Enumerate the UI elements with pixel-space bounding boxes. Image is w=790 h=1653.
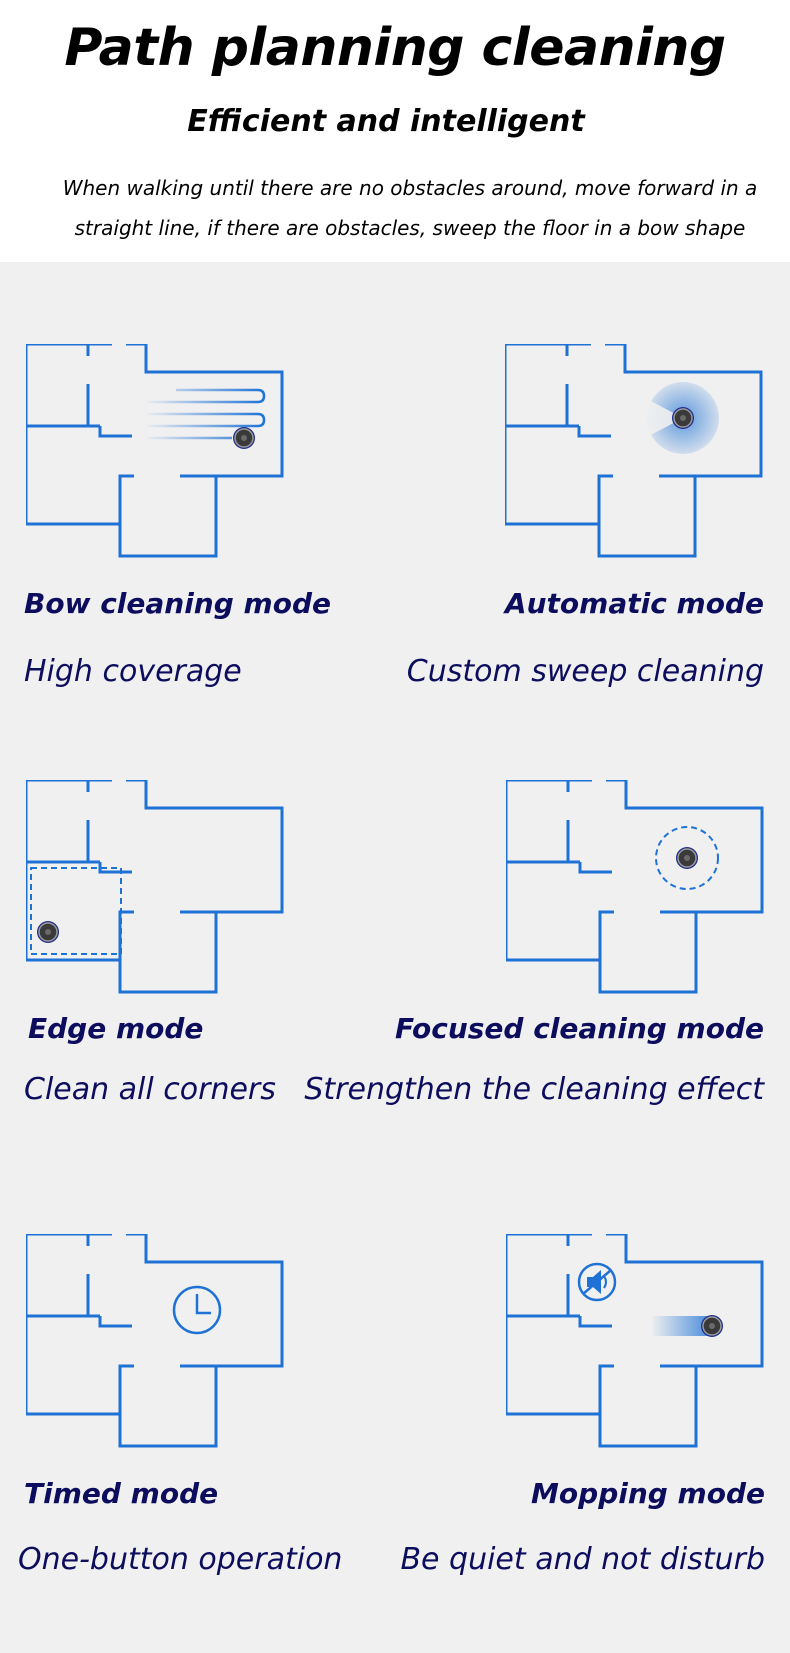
mode-title-automatic: Automatic mode [504, 587, 764, 620]
mode-subtitle-timed: One-button operation [18, 1542, 343, 1577]
page-title: Path planning cleaning [64, 18, 726, 78]
mode-title-timed: Timed mode [24, 1477, 219, 1510]
focused-mode-floorplan [506, 780, 764, 994]
robot-icon [671, 406, 695, 430]
mode-subtitle-edge: Clean all corners [24, 1072, 276, 1107]
spot-circle-icon [655, 826, 719, 890]
page-description: When walking until there are no obstacle… [62, 176, 758, 240]
robot-icon [675, 846, 699, 870]
mute-speaker-icon [577, 1262, 617, 1302]
edge-mode-floorplan [26, 780, 284, 994]
robot-icon [36, 920, 60, 944]
page-subtitle: Efficient and intelligent [187, 104, 585, 139]
mode-title-focused: Focused cleaning mode [395, 1012, 764, 1045]
clock-icon [172, 1285, 222, 1335]
mode-title-mopping: Mopping mode [531, 1477, 765, 1510]
mode-subtitle-mopping: Be quiet and not disturb [400, 1542, 765, 1577]
mode-title-bow: Bow cleaning mode [24, 587, 331, 620]
mode-subtitle-bow: High coverage [24, 654, 242, 689]
header: Path planning cleaning Efficient and int… [0, 0, 790, 262]
bow-path-icon [142, 388, 266, 440]
mop-trail [651, 1316, 711, 1336]
edge-path-icon [30, 867, 122, 955]
mode-subtitle-automatic: Custom sweep cleaning [406, 654, 764, 689]
robot-icon [700, 1314, 724, 1338]
robot-icon [232, 426, 256, 450]
mode-title-edge: Edge mode [28, 1012, 204, 1045]
timed-mode-floorplan [26, 1234, 284, 1448]
mode-subtitle-focused: Strengthen the cleaning effect [304, 1072, 764, 1107]
automatic-mode-floorplan [505, 344, 763, 558]
bow-mode-floorplan [26, 344, 284, 558]
modes-panel: Bow cleaning mode High coverage Automati… [0, 262, 790, 1653]
mopping-mode-floorplan [506, 1234, 764, 1448]
